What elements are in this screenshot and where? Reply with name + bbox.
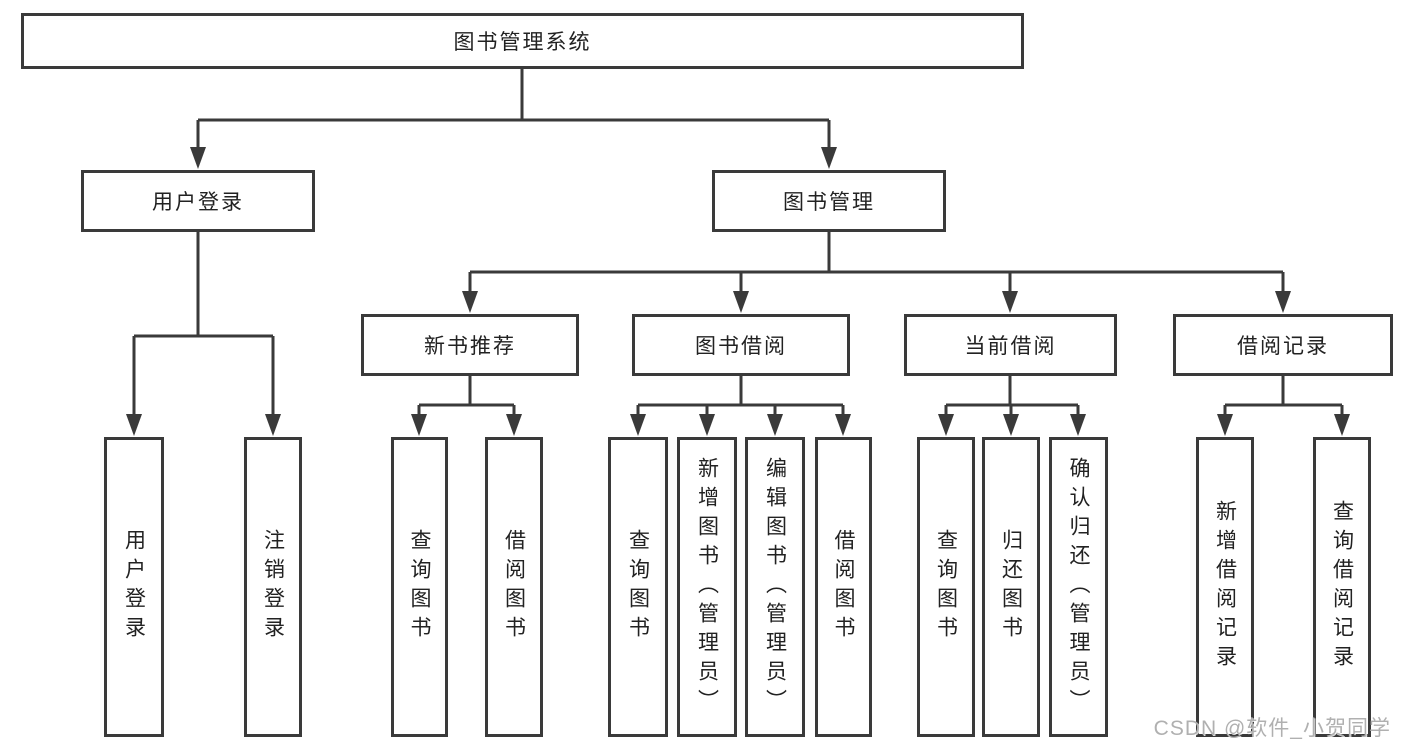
leaf-borrow-borrow-books: 借阅图书 [815,437,872,737]
leaf-current-return-books: 归还图书 [982,437,1040,737]
node-user-login: 用户登录 [81,170,315,232]
leaf-records-add-record: 新增借阅记录 [1196,437,1254,737]
leaf-label: 新增图书（管理员） [695,456,719,718]
leaf-newbooks-query-books: 查询图书 [391,437,448,737]
leaf-label: 编辑图书（管理员） [763,456,787,718]
leaf-current-confirm-return-admin: 确认归还（管理员） [1049,437,1108,737]
leaf-label: 用户登录 [122,529,146,645]
leaf-label: 查询图书 [408,529,431,645]
node-current-borrow: 当前借阅 [904,314,1117,376]
leaf-label: 归还图书 [999,529,1023,645]
arrowheads [126,147,1350,436]
leaf-borrow-query-books: 查询图书 [608,437,668,737]
leaf-label: 确认归还（管理员） [1067,456,1090,718]
node-book-borrow: 图书借阅 [632,314,850,376]
node-label: 新书推荐 [424,335,516,358]
connector-paths [132,69,1344,416]
node-label: 用户登录 [152,191,244,214]
leaf-borrow-add-books-admin: 新增图书（管理员） [677,437,737,737]
node-new-book-recommend: 新书推荐 [361,314,579,376]
node-library-system: 图书管理系统 [21,13,1024,69]
leaf-label: 新增借阅记录 [1213,500,1237,674]
leaf-label: 注销登录 [261,529,285,645]
leaf-records-query-record: 查询借阅记录 [1313,437,1371,737]
node-label: 图书管理 [783,191,875,214]
leaf-borrow-edit-books-admin: 编辑图书（管理员） [745,437,805,737]
node-label: 借阅记录 [1237,335,1329,358]
node-book-management: 图书管理 [712,170,946,232]
leaf-label: 查询图书 [934,529,958,645]
csdn-watermark: CSDN @软件_小贺同学 [1153,717,1391,740]
node-borrow-records: 借阅记录 [1173,314,1393,376]
node-label: 图书管理系统 [453,31,592,54]
leaf-newbooks-borrow-books: 借阅图书 [485,437,543,737]
leaf-logout: 注销登录 [244,437,302,737]
leaf-label: 查询借阅记录 [1330,500,1354,674]
leaf-label: 查询图书 [626,529,650,645]
leaf-label: 借阅图书 [832,529,855,645]
node-label: 当前借阅 [964,335,1057,358]
leaf-current-query-books: 查询图书 [917,437,975,737]
node-label: 图书借阅 [695,335,787,358]
leaf-label: 借阅图书 [502,529,526,645]
leaf-user-login: 用户登录 [104,437,164,737]
